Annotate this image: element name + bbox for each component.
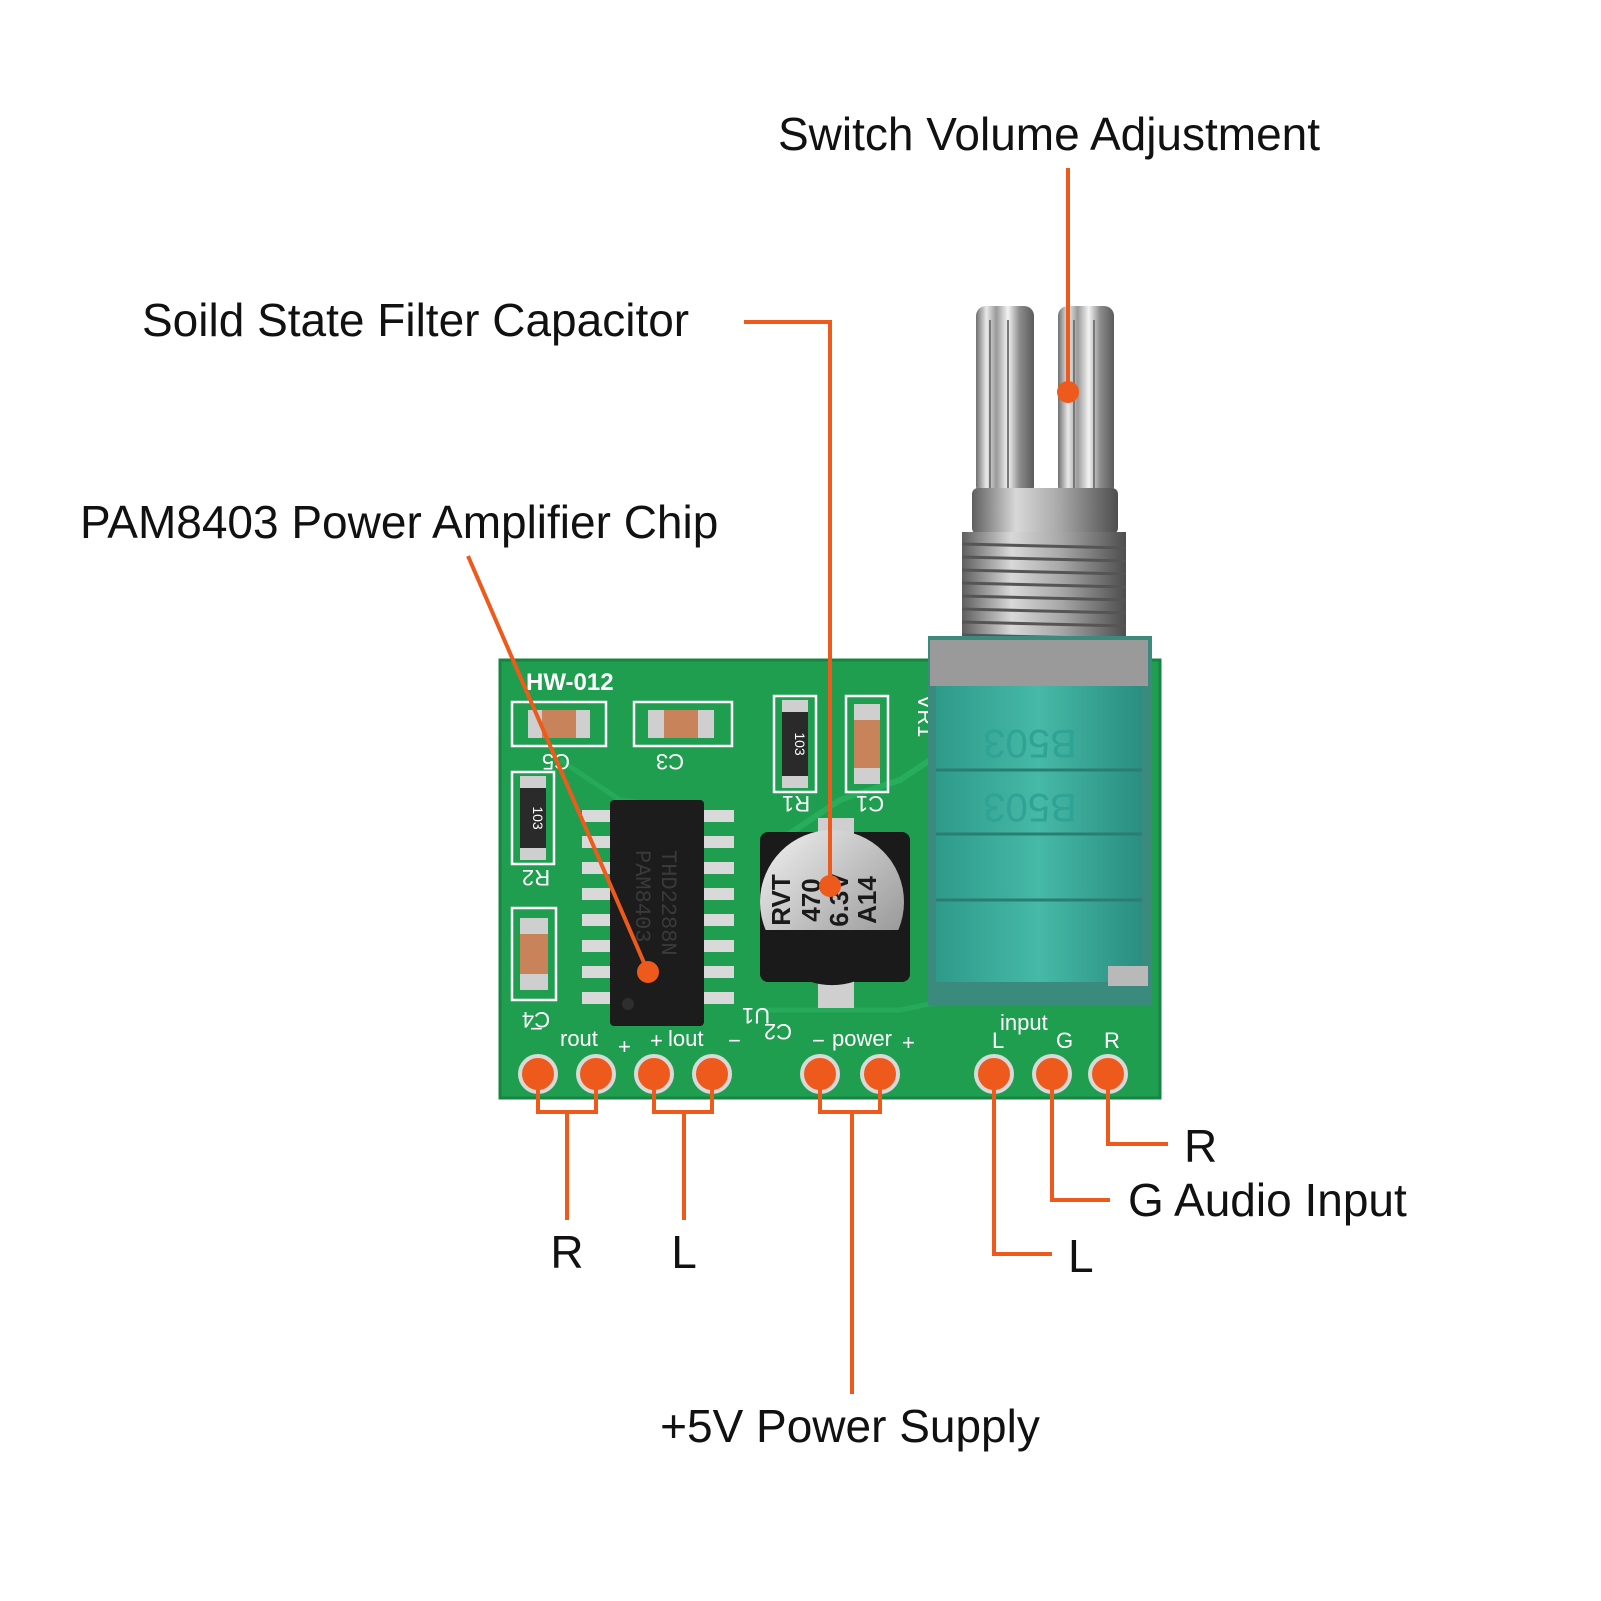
chip-pin bbox=[582, 862, 612, 874]
chip-pin bbox=[702, 966, 734, 978]
callout-input-r: R bbox=[1184, 1120, 1217, 1172]
pam8403-chip: PAM8403 THD2288N U1 bbox=[582, 800, 770, 1028]
thread-line bbox=[961, 555, 1127, 563]
pot-metal-cap bbox=[930, 640, 1148, 686]
shaft-left-half bbox=[976, 306, 1034, 496]
chip-pin bbox=[702, 914, 734, 926]
callout-switch-volume: Switch Volume Adjustment bbox=[778, 108, 1320, 160]
marker-volume-dot bbox=[1057, 381, 1079, 403]
leader-capacitor bbox=[744, 320, 832, 886]
leader-chip bbox=[466, 555, 650, 973]
c3-label: C3 bbox=[656, 749, 684, 774]
leader-lines bbox=[466, 168, 1168, 1394]
leader-input-l bbox=[992, 1074, 1052, 1256]
callout-right-out: R bbox=[550, 1226, 583, 1278]
power-plus-label: + bbox=[902, 1030, 915, 1055]
power-minus-label: − bbox=[812, 1028, 825, 1053]
shaft-slot bbox=[1034, 300, 1058, 496]
u1-label: U1 bbox=[742, 1003, 770, 1028]
rout-label: rout bbox=[560, 1026, 598, 1051]
potentiometer-shaft bbox=[972, 300, 1118, 534]
chip-body bbox=[610, 800, 704, 1026]
lout-plus-label: + bbox=[650, 1028, 663, 1053]
chip-pin bbox=[702, 940, 734, 952]
chip-pin bbox=[582, 836, 612, 848]
r1-label: R1 bbox=[782, 791, 810, 816]
r2-code: 103 bbox=[530, 806, 546, 830]
input-r-label: R bbox=[1104, 1028, 1120, 1053]
chip-pin bbox=[702, 810, 734, 822]
chip-pin bbox=[702, 862, 734, 874]
callout-filter-capacitor: Soild State Filter Capacitor bbox=[142, 294, 689, 346]
power-label: power bbox=[832, 1026, 892, 1051]
thread-line bbox=[961, 607, 1127, 615]
thread-line bbox=[961, 620, 1127, 628]
callout-left-out: L bbox=[671, 1226, 697, 1278]
lout-label: lout bbox=[668, 1026, 703, 1051]
chip-pin bbox=[702, 992, 734, 1004]
potentiometer-bushing bbox=[961, 532, 1127, 642]
board-model-label: HW-012 bbox=[526, 669, 614, 696]
c1-label: C1 bbox=[856, 791, 884, 816]
capacitor-c3: C3 bbox=[632, 700, 734, 774]
r2-label: R2 bbox=[522, 865, 550, 890]
pot-marking-1: B503 bbox=[983, 721, 1076, 765]
rout-minus-label: − bbox=[530, 1016, 543, 1041]
cap-marking-1: RVT bbox=[766, 874, 796, 926]
input-label: input bbox=[1000, 1010, 1048, 1035]
marker-capacitor-dot bbox=[819, 875, 841, 897]
potentiometer-body: B503 B503 bbox=[928, 636, 1152, 1006]
leader-input-g bbox=[1050, 1074, 1110, 1202]
callout-power-supply: +5V Power Supply bbox=[660, 1400, 1040, 1452]
callout-amp-chip: PAM8403 Power Amplifier Chip bbox=[80, 496, 718, 548]
marker-chip-dot bbox=[637, 961, 659, 983]
resistor-r1: 103 R1 bbox=[772, 694, 818, 816]
chip-pin bbox=[702, 836, 734, 848]
pot-marking-2: B503 bbox=[983, 785, 1076, 829]
chip-pin bbox=[582, 810, 612, 822]
chip-pin bbox=[582, 914, 612, 926]
shaft-right-half bbox=[1058, 306, 1114, 496]
chip-marking-1: PAM8403 bbox=[629, 850, 654, 942]
c2-label: C2 bbox=[764, 1019, 792, 1044]
input-g-label: G bbox=[1056, 1028, 1073, 1053]
callout-input-l: L bbox=[1068, 1230, 1094, 1282]
r1-code: 103 bbox=[792, 732, 808, 756]
thread-line bbox=[961, 581, 1127, 589]
shaft-collar bbox=[972, 488, 1118, 534]
cap-marking-4: A14 bbox=[852, 876, 882, 924]
thread-line bbox=[961, 568, 1127, 576]
chip-pin bbox=[582, 888, 612, 900]
resistor-r2: 103 R2 bbox=[510, 770, 556, 890]
lout-minus-label: − bbox=[728, 1028, 741, 1053]
input-l-label: L bbox=[992, 1028, 1004, 1053]
capacitor-c1: C1 bbox=[844, 694, 890, 816]
chip-marking-2: THD2288N bbox=[655, 850, 680, 956]
leader-input-r bbox=[1106, 1074, 1168, 1146]
thread-line bbox=[961, 594, 1127, 602]
callout-input-g: G Audio Input bbox=[1128, 1174, 1407, 1226]
chip-pin bbox=[582, 940, 612, 952]
electrolytic-capacitor: RVT 470 6.3V A14 bbox=[760, 818, 910, 1008]
rout-plus-label: + bbox=[618, 1034, 631, 1059]
chip-pin bbox=[582, 966, 612, 978]
thread-line bbox=[961, 542, 1127, 550]
capacitor-c4: C4 bbox=[510, 906, 558, 1032]
c4-label: C4 bbox=[522, 1007, 550, 1032]
chip-pin bbox=[582, 992, 612, 1004]
chip-pin bbox=[702, 888, 734, 900]
